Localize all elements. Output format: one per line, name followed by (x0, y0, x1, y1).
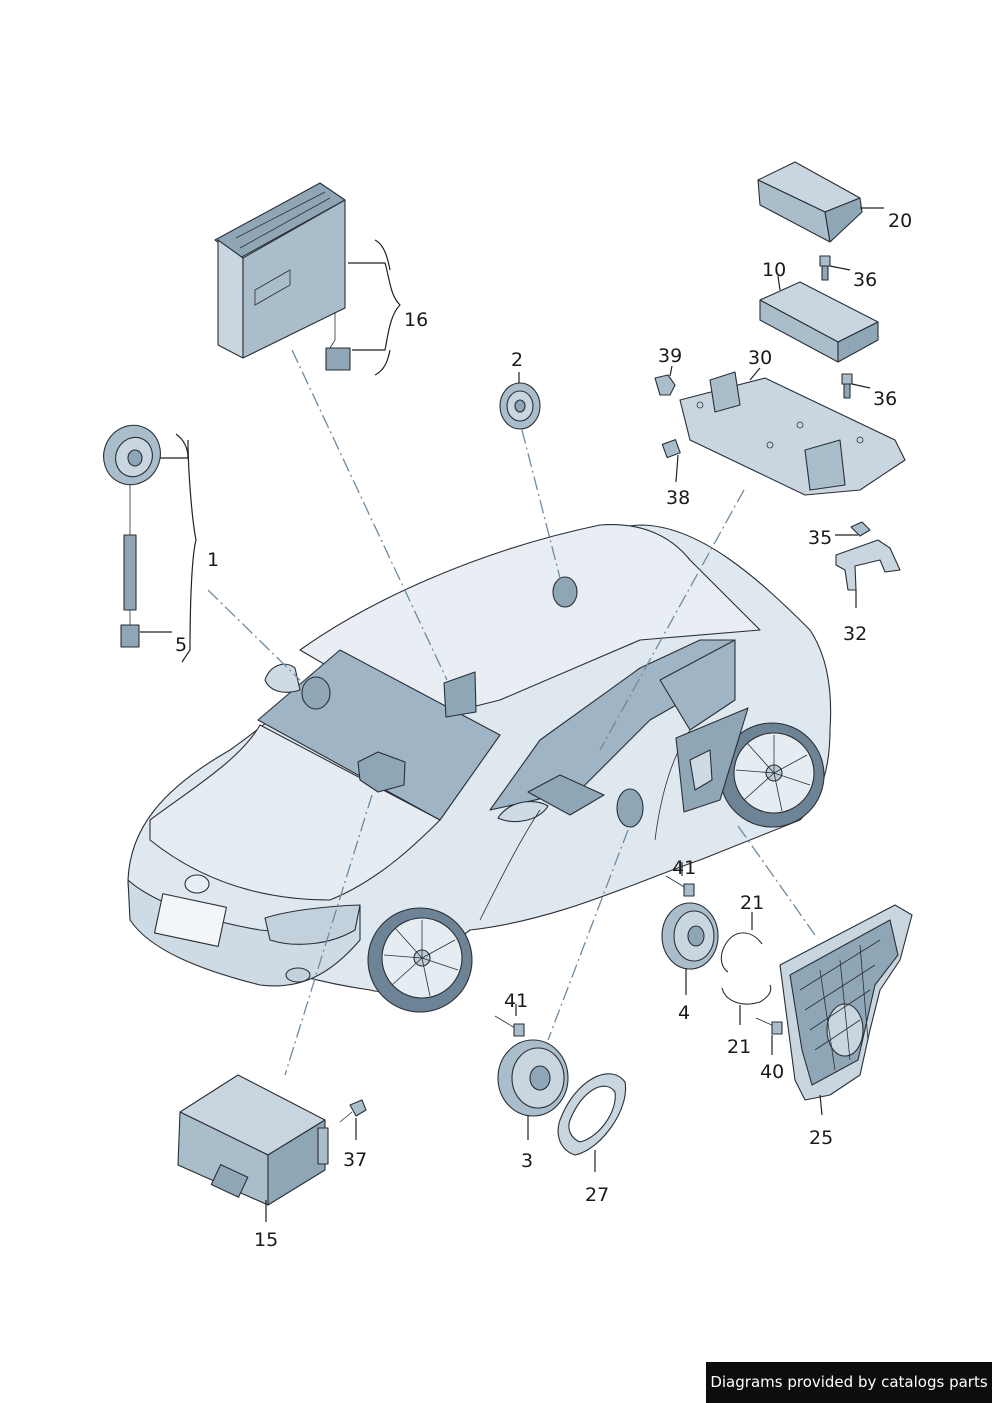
callout-41a: 41 (672, 857, 696, 879)
callout-36b: 36 (873, 388, 897, 410)
callout-35: 35 (808, 527, 832, 549)
car-illustration (127, 524, 832, 1013)
callout-4: 4 (678, 1002, 690, 1024)
callout-30: 30 (748, 347, 772, 369)
small-bracket (835, 521, 901, 591)
callout-2: 2 (511, 349, 523, 371)
callout-5: 5 (175, 634, 187, 656)
callout-labels: 1 2 3 4 5 10 15 16 20 21 21 25 27 30 32 … (175, 210, 912, 1251)
rivets-upper (665, 875, 783, 1035)
rivet-41-lower (494, 1015, 525, 1037)
callout-39: 39 (658, 345, 682, 367)
tweeter-with-cable (103, 424, 161, 648)
callout-27: 27 (585, 1184, 609, 1206)
callout-leaders (140, 207, 884, 1222)
callout-32: 32 (843, 623, 867, 645)
callout-16: 16 (404, 309, 428, 331)
dashed-leaders (207, 349, 816, 1076)
radio-unit (214, 182, 351, 371)
callout-36a: 36 (853, 269, 877, 291)
amplifier (759, 281, 879, 363)
callout-38: 38 (666, 487, 690, 509)
callout-15: 15 (254, 1229, 278, 1251)
callout-21b: 21 (727, 1036, 751, 1058)
callout-40: 40 (760, 1061, 784, 1083)
callout-21a: 21 (740, 892, 764, 914)
callout-37: 37 (343, 1149, 367, 1171)
callout-1: 1 (207, 549, 219, 571)
screws-upper (654, 255, 853, 459)
speaker-ring (557, 1073, 627, 1156)
screw-37 (339, 1099, 367, 1123)
speaker-housing (779, 904, 913, 1101)
tweeter (499, 382, 541, 430)
door-speaker (497, 1039, 569, 1117)
cover (757, 161, 863, 243)
callout-20: 20 (888, 210, 912, 232)
callout-41b: 41 (504, 990, 528, 1012)
mounting-plate (679, 371, 906, 496)
callout-25: 25 (809, 1127, 833, 1149)
credit-banner: Diagrams provided by catalogs parts (706, 1362, 992, 1403)
control-unit (177, 1074, 329, 1206)
retaining-rings (720, 932, 772, 1005)
callout-3: 3 (521, 1150, 533, 1172)
rear-speaker (661, 902, 719, 970)
callout-10: 10 (762, 259, 786, 281)
